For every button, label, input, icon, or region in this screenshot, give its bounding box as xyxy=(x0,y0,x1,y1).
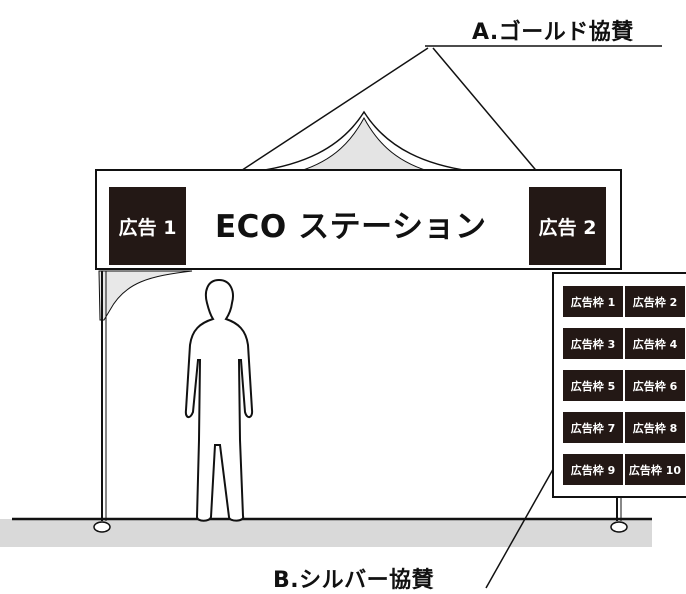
ad-slot-7: 広告枠 7 xyxy=(563,412,623,443)
banner-ad-1: 広告 1 xyxy=(109,187,186,265)
ad-slot-10: 広告枠 10 xyxy=(625,454,685,485)
ad-slot-4: 広告枠 4 xyxy=(625,328,685,359)
tent-foot-left xyxy=(93,521,111,533)
tent-roof-inner xyxy=(299,116,429,172)
gold-sponsor-label: A.ゴールド協賛 xyxy=(472,20,634,45)
tent-foot-right xyxy=(610,521,628,533)
ad-slot-9: 広告枠 9 xyxy=(563,454,623,485)
banner-title: ECO ステーション xyxy=(215,209,487,245)
tent-drape xyxy=(98,270,193,321)
gold-arrow-right xyxy=(432,47,546,182)
person-silhouette xyxy=(184,278,254,522)
ad-slot-6: 広告枠 6 xyxy=(625,370,685,401)
tent-roof xyxy=(257,110,471,172)
side-ad-panel: 広告枠 1 広告枠 2 広告枠 3 広告枠 4 広告枠 5 広告枠 6 広告枠 … xyxy=(552,272,686,498)
ad-slot-5: 広告枠 5 xyxy=(563,370,623,401)
ad-slot-8: 広告枠 8 xyxy=(625,412,685,443)
silver-leader xyxy=(485,447,566,589)
ad-slot-1: 広告枠 1 xyxy=(563,286,623,317)
ad-slot-3: 広告枠 3 xyxy=(563,328,623,359)
banner-ad-2: 広告 2 xyxy=(529,187,606,265)
ad-slot-2: 広告枠 2 xyxy=(625,286,685,317)
silver-sponsor-label: B.シルバー協賛 xyxy=(273,568,435,593)
header-banner: 広告 1 ECO ステーション 広告 2 xyxy=(95,169,622,270)
